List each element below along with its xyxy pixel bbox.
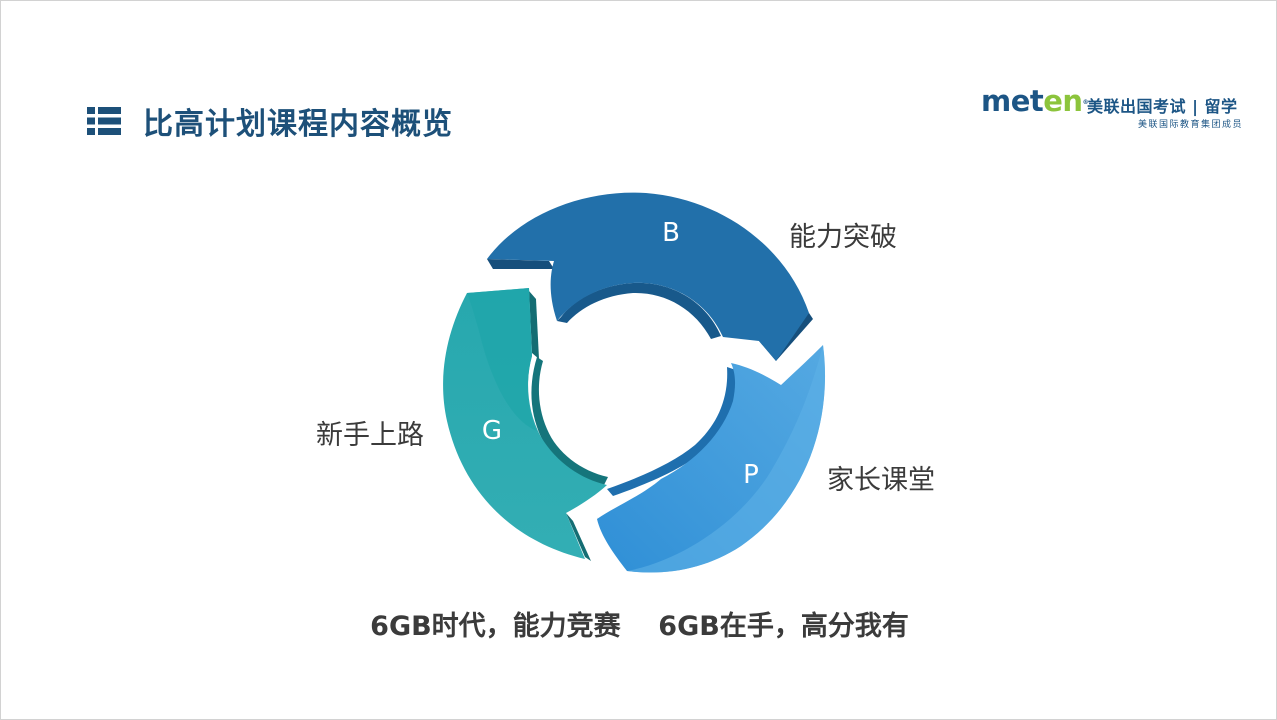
logo-word-part1: met	[981, 84, 1044, 118]
tagline-2: 6GB在手，高分我有	[658, 611, 909, 642]
logo-registered-mark: ®	[1082, 99, 1089, 106]
segment-b	[487, 192, 813, 361]
tagline-1: 6GB时代，能力竞赛	[370, 611, 621, 642]
logo-word-part2: en	[1043, 84, 1083, 118]
page-title: 比高计划课程内容概览	[143, 107, 453, 142]
segment-p	[597, 345, 826, 573]
brand-logo: meten® 美联出国考试 | 留学 美联国际教育集团成员	[981, 84, 1243, 133]
segment-b-label: 能力突破	[789, 222, 897, 253]
segment-p-letter: P	[743, 460, 759, 490]
segment-g-letter: G	[482, 416, 502, 446]
logo-wordmark: meten®	[981, 83, 1089, 119]
list-icon	[87, 107, 121, 135]
segment-g	[443, 288, 608, 561]
tagline: 6GB时代，能力竞赛 6GB在手，高分我有	[1, 604, 1276, 643]
title-row: 比高计划课程内容概览	[87, 101, 453, 142]
segment-g-label: 新手上路	[316, 420, 424, 451]
logo-name-cn: 美联出国考试 | 留学	[1087, 97, 1238, 116]
segment-p-label: 家长课堂	[827, 465, 935, 496]
logo-subtitle: 美联国际教育集团成员	[1137, 120, 1243, 130]
segment-b-letter: B	[662, 218, 680, 248]
